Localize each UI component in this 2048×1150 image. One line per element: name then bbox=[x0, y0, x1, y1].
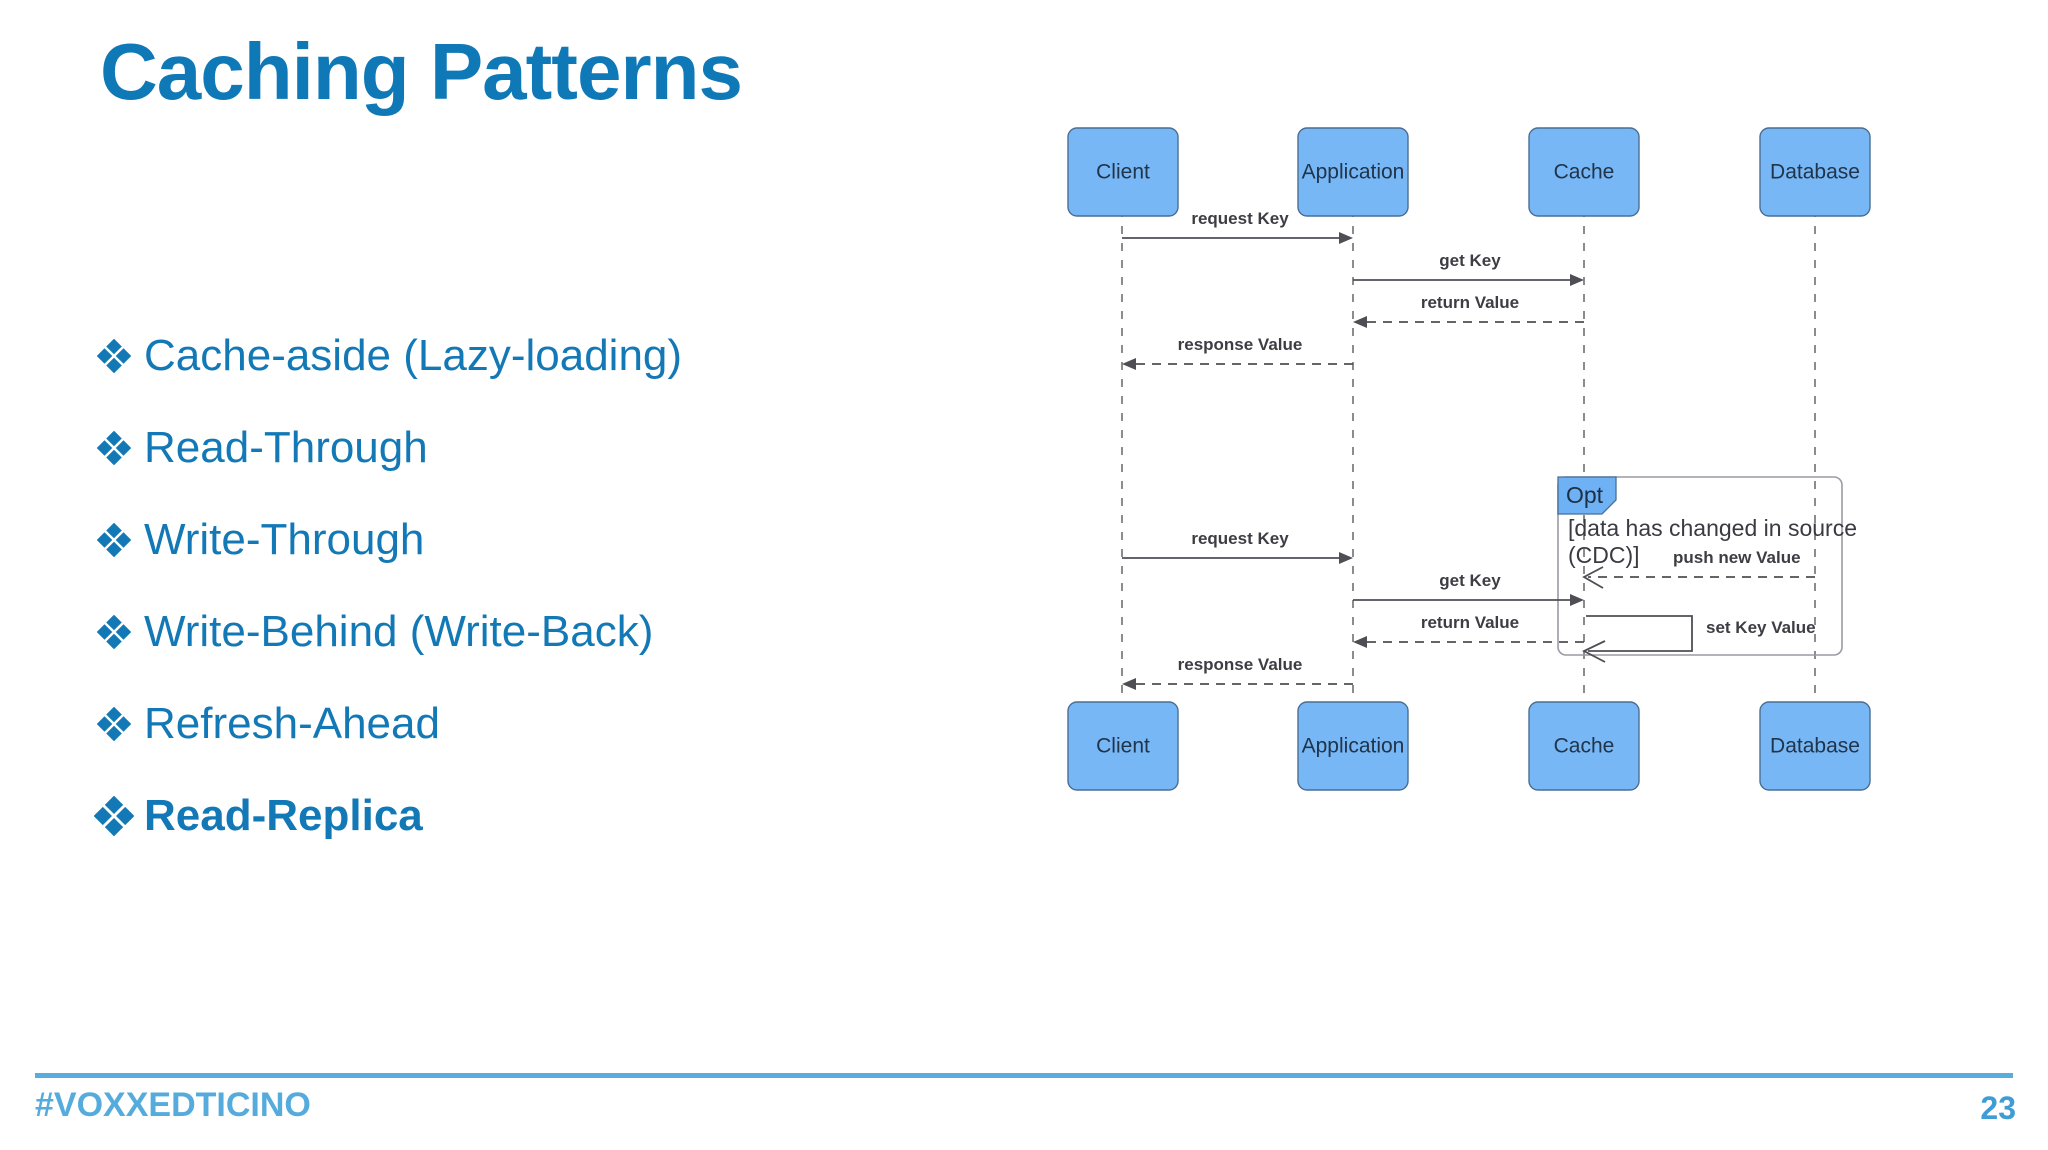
list-item-label: Read-Replica bbox=[144, 791, 423, 840]
message-response-value-2: response Value bbox=[1122, 655, 1353, 690]
message-push-new-value: push new Value bbox=[1582, 548, 1815, 589]
quad-diamond-bullet-icon bbox=[84, 796, 144, 836]
fragment-operator-label: Opt bbox=[1566, 482, 1604, 508]
list-item-label: Write-Behind (Write-Back) bbox=[144, 607, 654, 656]
message-get-key-2: get Key bbox=[1353, 571, 1584, 606]
quad-diamond-bullet-icon bbox=[84, 707, 144, 741]
participant-database-bottom[interactable]: Database bbox=[1759, 701, 1871, 791]
participant-cache-bottom[interactable]: Cache bbox=[1528, 701, 1640, 791]
list-item-label: Read-Through bbox=[144, 423, 428, 472]
list-item[interactable]: Write-Through bbox=[84, 494, 964, 586]
message-label: return Value bbox=[1421, 613, 1519, 632]
participant-label: Database bbox=[1770, 735, 1860, 758]
participant-client-top[interactable]: Client bbox=[1067, 127, 1179, 217]
list-item[interactable]: Refresh-Ahead bbox=[84, 678, 964, 770]
list-item-active[interactable]: Read-Replica bbox=[84, 770, 964, 862]
message-label: push new Value bbox=[1673, 548, 1801, 567]
footer-divider bbox=[35, 1073, 2013, 1078]
participant-cache-top[interactable]: Cache bbox=[1528, 127, 1640, 217]
participant-label: Cache bbox=[1554, 735, 1615, 758]
caching-patterns-list: Cache-aside (Lazy-loading) Read-Through bbox=[84, 310, 964, 862]
list-item-label: Write-Through bbox=[144, 515, 425, 564]
participant-application-top[interactable]: Application bbox=[1297, 127, 1409, 217]
page-title: Caching Patterns bbox=[100, 27, 743, 116]
page-number: 23 bbox=[1980, 1090, 2016, 1126]
message-label: return Value bbox=[1421, 293, 1519, 312]
fragment-guard-line-1: [data has changed in source bbox=[1568, 515, 1857, 541]
footer-hashtag: #VOXXEDTICINO bbox=[35, 1086, 311, 1124]
message-request-key-1: request Key bbox=[1122, 209, 1353, 244]
message-label: request Key bbox=[1191, 529, 1289, 548]
participant-label: Database bbox=[1770, 161, 1860, 184]
message-get-key-1: get Key bbox=[1353, 251, 1584, 286]
list-item-label: Refresh-Ahead bbox=[144, 699, 440, 748]
quad-diamond-bullet-icon bbox=[84, 339, 144, 373]
list-item[interactable]: Write-Behind (Write-Back) bbox=[84, 586, 964, 678]
quad-diamond-bullet-icon bbox=[84, 615, 144, 649]
message-set-key-value: set Key Value bbox=[1581, 615, 1816, 663]
list-item-label: Cache-aside (Lazy-loading) bbox=[144, 331, 683, 380]
fragment-opt: Opt [data has changed in source (CDC)] p… bbox=[1557, 476, 1857, 663]
participant-label: Client bbox=[1096, 161, 1150, 184]
caching-sequence-diagram: Client Application Cache Database reques… bbox=[1040, 120, 1920, 1040]
participant-client-bottom[interactable]: Client bbox=[1067, 701, 1179, 791]
participant-database-top[interactable]: Database bbox=[1759, 127, 1871, 217]
message-response-value-1: response Value bbox=[1122, 335, 1353, 370]
message-label: response Value bbox=[1178, 335, 1303, 354]
participant-application-bottom[interactable]: Application bbox=[1297, 701, 1409, 791]
participant-label: Client bbox=[1096, 735, 1150, 758]
list-item[interactable]: Cache-aside (Lazy-loading) bbox=[84, 310, 964, 402]
message-label: request Key bbox=[1191, 209, 1289, 228]
participant-label: Cache bbox=[1554, 161, 1615, 184]
message-label: get Key bbox=[1439, 571, 1501, 590]
fragment-guard-line-2: (CDC)] bbox=[1568, 542, 1640, 568]
quad-diamond-bullet-icon bbox=[84, 523, 144, 557]
message-return-value-1: return Value bbox=[1353, 293, 1584, 328]
message-label: get Key bbox=[1439, 251, 1501, 270]
message-label: set Key Value bbox=[1706, 618, 1816, 637]
message-return-value-2: return Value bbox=[1353, 613, 1584, 648]
quad-diamond-bullet-icon bbox=[84, 431, 144, 465]
message-request-key-2: request Key bbox=[1122, 529, 1353, 564]
participant-label: Application bbox=[1302, 735, 1405, 758]
message-label: response Value bbox=[1178, 655, 1303, 674]
list-item[interactable]: Read-Through bbox=[84, 402, 964, 494]
participant-label: Application bbox=[1302, 161, 1405, 184]
